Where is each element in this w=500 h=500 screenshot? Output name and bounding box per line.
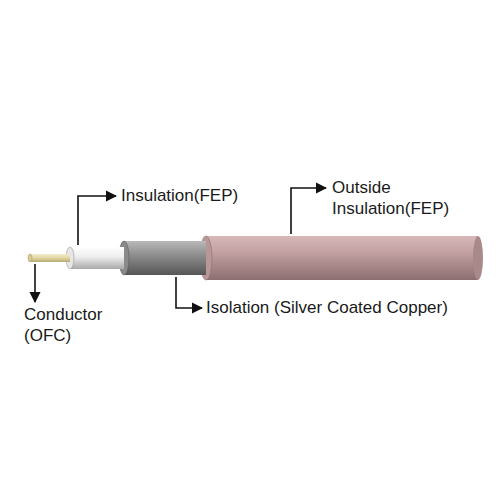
leader-line — [291, 188, 326, 234]
isolation-shield — [119, 241, 206, 275]
conductor — [28, 254, 70, 262]
leader-lines — [35, 188, 326, 308]
outside-insulation — [200, 236, 483, 280]
part-label: Conductor (OFC) — [24, 304, 134, 346]
part-label: Isolation (Silver Coated Copper) — [206, 297, 494, 318]
part-label: Outside Insulation(FEP) — [332, 177, 492, 219]
part-label: Insulation(FEP) — [121, 185, 321, 206]
leader-line — [176, 277, 202, 308]
leader-line — [34, 264, 36, 302]
inner-insulation — [66, 247, 124, 269]
leader-line — [78, 196, 116, 245]
